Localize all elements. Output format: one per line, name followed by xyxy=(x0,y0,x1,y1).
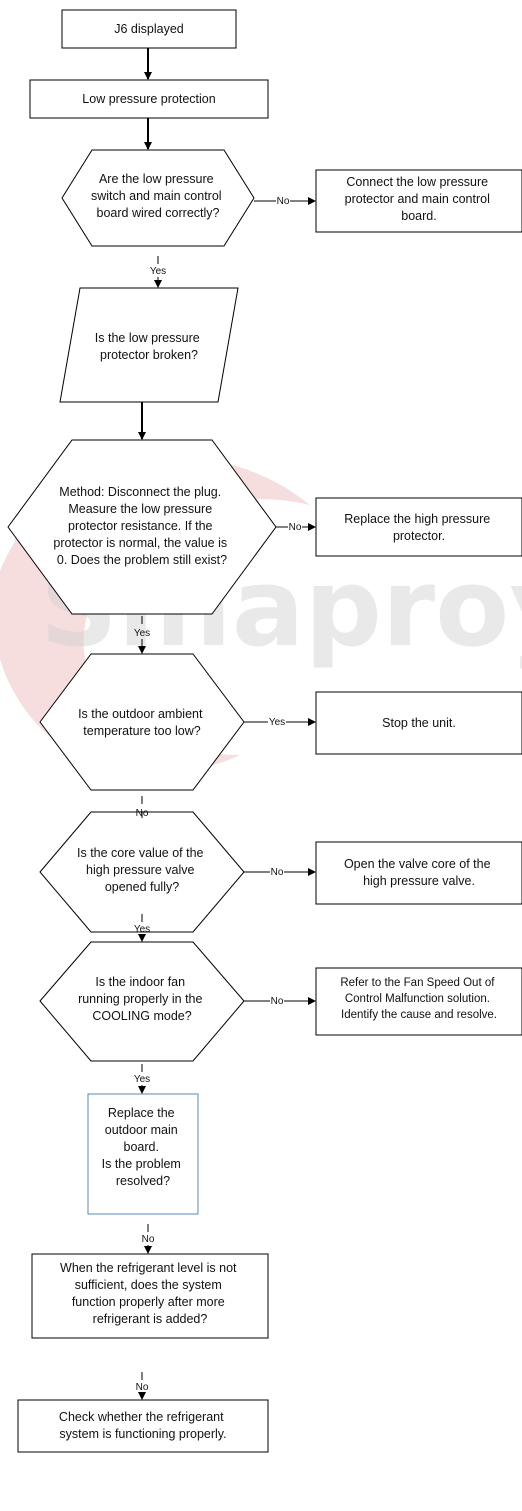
stop-unit-box xyxy=(315,691,522,755)
label-method-yes: Yes xyxy=(134,628,150,639)
ambient-low-decision xyxy=(39,653,245,791)
refrigerant-added-box xyxy=(31,1253,269,1339)
label-ambient-no: No xyxy=(136,808,149,819)
fan-speed-box xyxy=(315,967,522,1036)
label-fan-no: No xyxy=(271,996,284,1007)
replace-board-label: Replace the outdoor main board. Is the p… xyxy=(102,1106,185,1188)
check-refrigerant-label: Check whether the refrigerant system is … xyxy=(59,1410,227,1441)
replace-hp-label: Replace the high pressure protector. xyxy=(344,512,493,543)
connect-protector-label: Connect the low pressure protector and m… xyxy=(345,175,494,223)
label-ambient-yes: Yes xyxy=(269,717,285,728)
core-opened-label: Is the core value of the high pressure v… xyxy=(77,846,207,894)
label-wired-yes: Yes xyxy=(150,266,166,277)
method-label: Method: Disconnect the plug. Measure the… xyxy=(53,485,230,567)
replace-hp-protector-box xyxy=(315,497,522,557)
fan-running-label: Is the indoor fan running properly in th… xyxy=(78,975,206,1023)
open-valve-label: Open the valve core of the high pressure… xyxy=(344,857,494,888)
wired-correctly-label: Are the low pressure switch and main con… xyxy=(91,172,225,220)
open-valve-box xyxy=(315,841,522,905)
label-refrigerant-no: No xyxy=(136,1382,149,1393)
check-refrigerant-box xyxy=(17,1399,269,1453)
protector-broken-label: Is the low pressure protector broken? xyxy=(95,331,203,362)
start-label: J6 displayed xyxy=(114,22,184,36)
connect-protector-box xyxy=(315,169,522,233)
refrigerant-added-label: When the refrigerant level is not suffic… xyxy=(60,1261,240,1326)
label-wired-no: No xyxy=(277,196,290,207)
replace-board-box xyxy=(87,1093,199,1215)
protector-broken-data xyxy=(59,287,239,403)
label-method-no: No xyxy=(289,522,302,533)
label-board-no: No xyxy=(142,1234,155,1245)
wired-correctly-decision xyxy=(61,149,255,247)
low-pressure-protection-box xyxy=(29,79,269,119)
label-core-no: No xyxy=(271,867,284,878)
fan-speed-label: Refer to the Fan Speed Out of Control Ma… xyxy=(340,977,497,1021)
lpp-label: Low pressure protection xyxy=(82,92,215,106)
ambient-low-label: Is the outdoor ambient temperature too l… xyxy=(78,707,206,738)
start-box xyxy=(61,9,237,49)
label-core-yes: Yes xyxy=(134,924,150,935)
stop-unit-label: Stop the unit. xyxy=(382,716,456,730)
label-fan-yes: Yes xyxy=(134,1074,150,1085)
